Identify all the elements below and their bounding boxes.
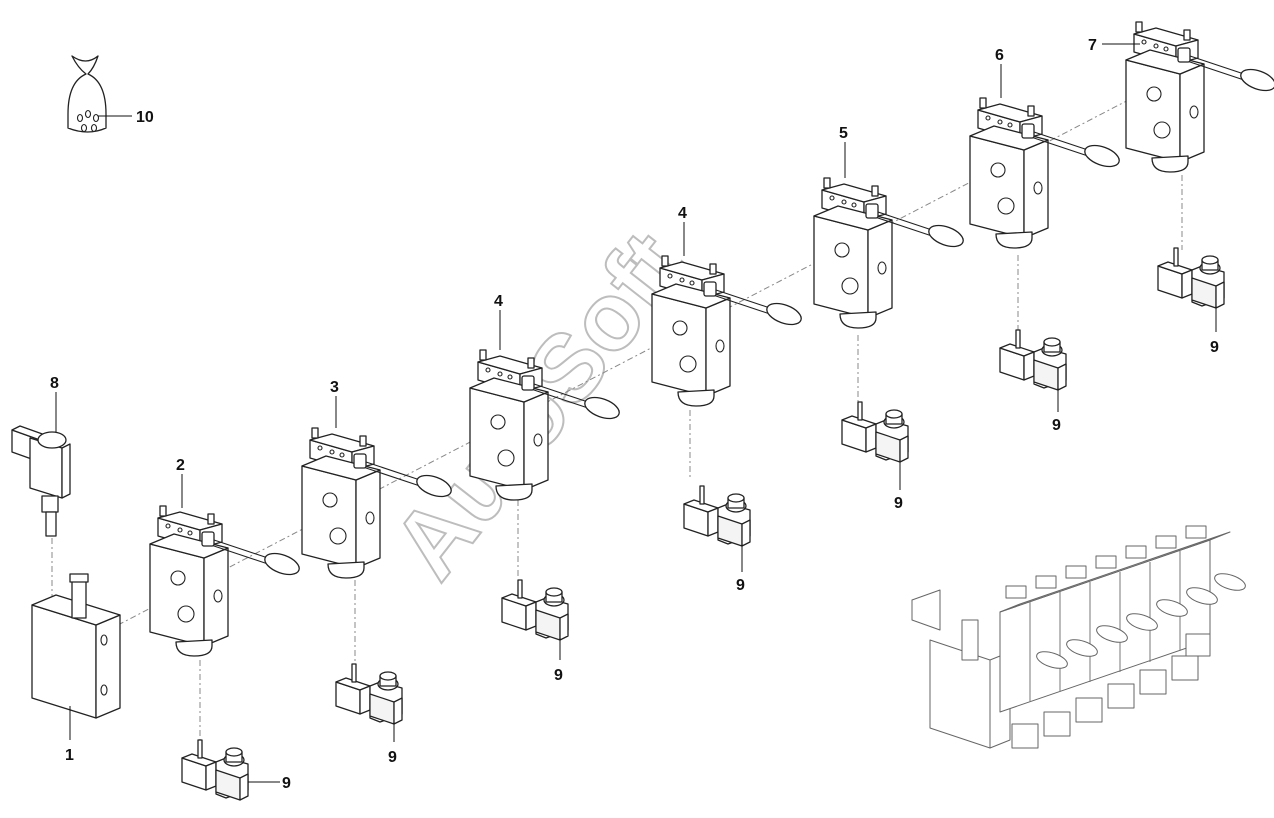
callout-10: 10 — [136, 109, 154, 126]
solenoid-item-9f — [999, 329, 1067, 412]
callout-4a: 4 — [494, 293, 503, 310]
callout-8: 8 — [50, 375, 59, 392]
valve-section-item-5 — [813, 142, 967, 329]
callout-9c: 9 — [554, 667, 563, 684]
solenoid-item-9d — [683, 485, 751, 572]
pressure-sensor-item-8 — [11, 392, 71, 537]
valve-section-item-4a — [469, 310, 623, 501]
valve-section-item-3 — [301, 396, 455, 579]
inlet-block-item-1 — [31, 573, 121, 740]
callout-9f: 9 — [1052, 417, 1061, 434]
valve-section-item-6 — [969, 64, 1123, 249]
valve-section-item-7 — [1102, 21, 1274, 173]
solenoid-item-9a — [181, 739, 280, 801]
callout-9e: 9 — [894, 495, 903, 512]
solenoid-item-9g — [1157, 247, 1225, 332]
solenoid-item-9b — [335, 663, 403, 742]
solenoid-item-9c — [501, 579, 569, 660]
callout-9g: 9 — [1210, 339, 1219, 356]
callout-7: 7 — [1088, 37, 1097, 54]
valve-section-item-2 — [149, 474, 303, 657]
callout-9a: 9 — [282, 775, 291, 792]
solenoid-axis-lines — [51, 175, 1183, 740]
valve-section-item-4b — [651, 222, 805, 407]
callout-4b: 4 — [678, 205, 687, 222]
callout-9b: 9 — [388, 749, 397, 766]
solenoid-item-9e — [841, 401, 909, 490]
callout-9d: 9 — [736, 577, 745, 594]
callout-6: 6 — [995, 47, 1004, 64]
callout-1: 1 — [65, 747, 74, 764]
callout-3: 3 — [330, 379, 339, 396]
assembled-valve-bank-overview — [911, 525, 1246, 749]
callout-5: 5 — [839, 125, 848, 142]
parts-bag-item-10 — [67, 55, 132, 133]
callout-2: 2 — [176, 457, 185, 474]
